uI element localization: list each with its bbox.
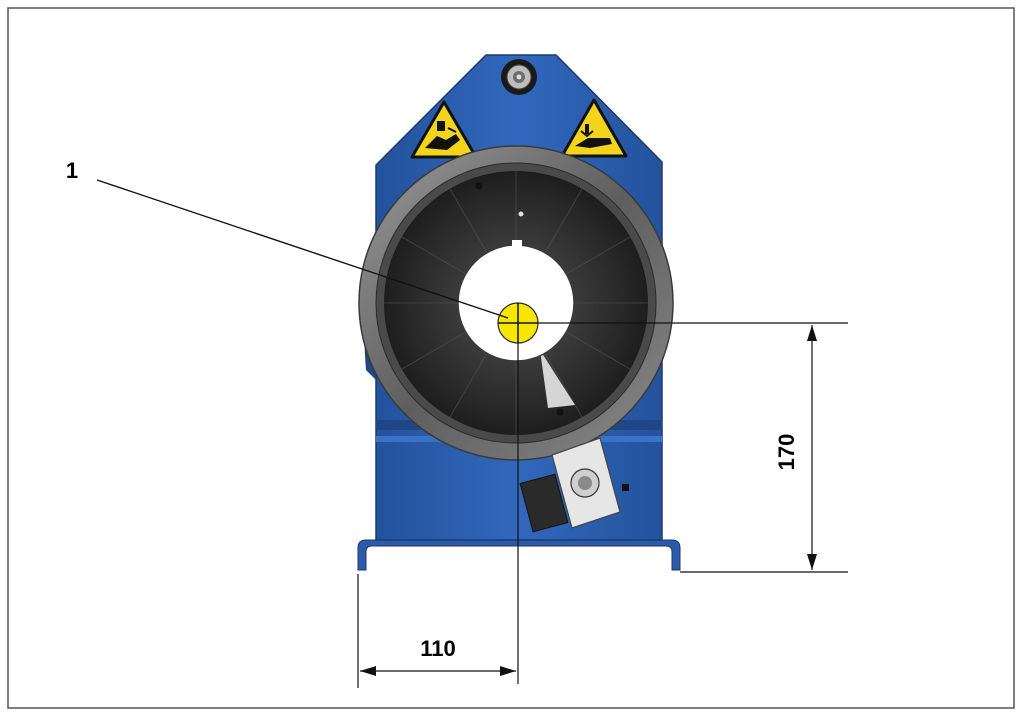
- callout-leader: [96, 179, 509, 319]
- dimension-label-170: 170: [774, 434, 799, 471]
- die-notch-top: [512, 240, 522, 248]
- center-mark: [497, 302, 539, 344]
- arrowhead-bottom: [807, 554, 817, 570]
- screw-top: [518, 211, 524, 217]
- pressure-gauge-icon: [501, 59, 537, 95]
- hand-pinch-warning-icon: [560, 98, 628, 158]
- dimension-horizontal: 110: [357, 343, 519, 688]
- dimension-label-110: 110: [420, 636, 456, 661]
- arrowhead-top: [807, 325, 817, 341]
- dimension-vertical: 170: [538, 322, 848, 573]
- crimping-machine: [357, 54, 681, 571]
- control-box: [519, 437, 629, 533]
- callout-number: 1: [66, 158, 78, 183]
- screw-bottom: [556, 408, 564, 416]
- base-plate: [357, 539, 681, 571]
- frame-border: [7, 7, 1015, 709]
- callout-1: 1: [50, 148, 509, 319]
- die-highlight: [540, 350, 575, 408]
- screw-top-left: [475, 182, 483, 190]
- arrowhead-left: [360, 666, 376, 676]
- crush-hazard-warning-icon: [410, 100, 478, 159]
- arrowhead-right: [500, 666, 516, 676]
- callout-bubble: [50, 148, 94, 192]
